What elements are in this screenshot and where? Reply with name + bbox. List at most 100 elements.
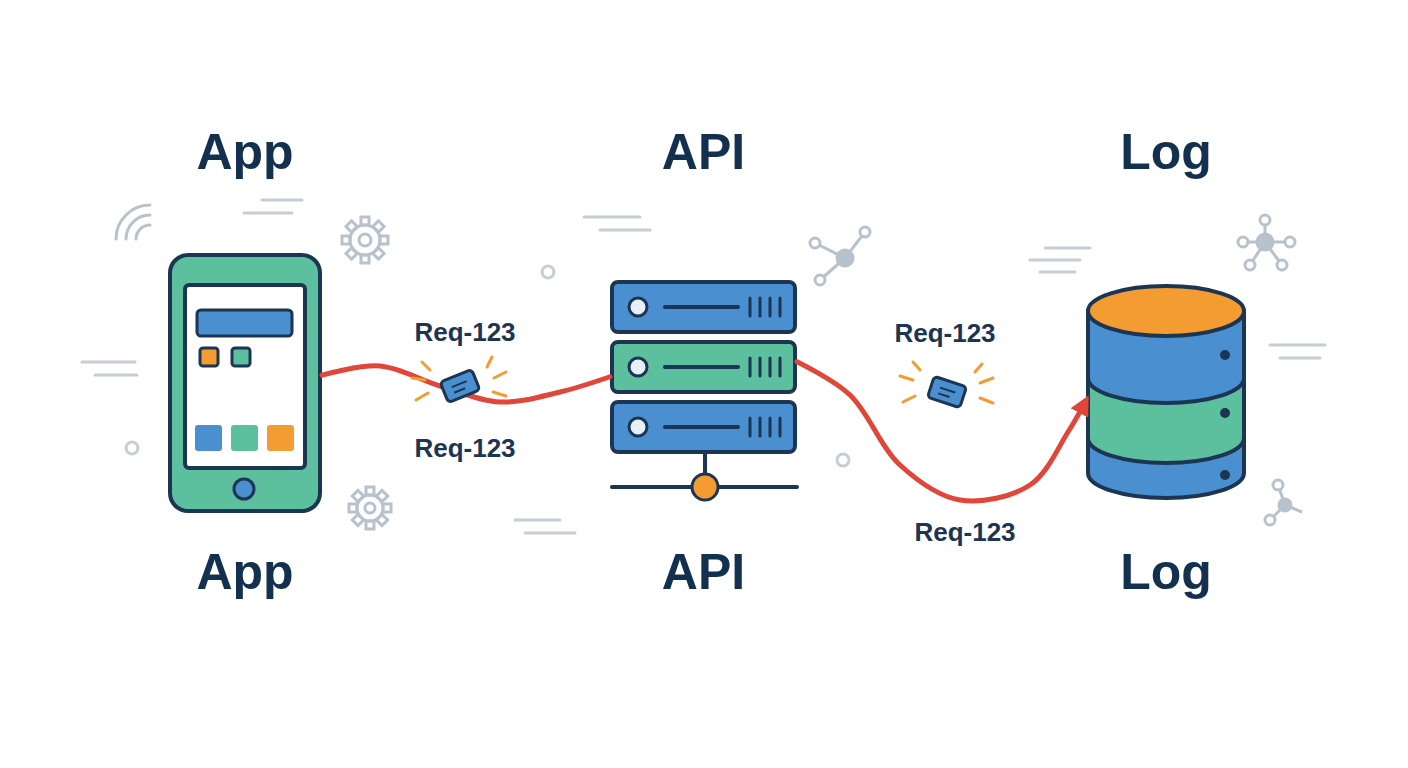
gear-icon (349, 487, 391, 529)
gear-icon (361, 217, 369, 225)
server-vent (759, 358, 762, 376)
server-vent (749, 298, 752, 316)
server-slot (665, 425, 738, 429)
server-led (629, 418, 647, 436)
server-vent (779, 358, 782, 376)
database-log: LogLog (1085, 283, 1247, 500)
database-dot (1220, 408, 1230, 418)
server-vent (769, 418, 772, 436)
wifi-icon (126, 215, 150, 239)
gear-icon (366, 521, 374, 529)
server-vent (779, 418, 782, 436)
gear-icon (346, 248, 357, 259)
network-icon (1265, 480, 1302, 525)
request-token (927, 376, 966, 407)
server-unit (612, 402, 795, 452)
small-dot (837, 454, 849, 466)
request-id-label: Req-123 (375, 316, 555, 348)
network-icon (1257, 234, 1273, 250)
network-icon (810, 238, 820, 248)
request-token (452, 381, 467, 387)
speed-lines (1030, 259, 1080, 262)
network-icon (860, 227, 870, 237)
server-vent (759, 298, 762, 316)
network-icon (1279, 499, 1291, 511)
server-vent (769, 298, 772, 316)
request-token (927, 376, 966, 407)
speed-lines (515, 519, 560, 522)
spark-lines (487, 357, 492, 367)
app-icon (200, 348, 218, 366)
speed-lines (1045, 247, 1090, 250)
server-unit (612, 342, 795, 392)
network-icon (815, 275, 825, 285)
network-icon (1238, 237, 1248, 247)
speed-lines (1270, 344, 1325, 347)
server-vent (749, 358, 752, 376)
server-slot (665, 305, 738, 309)
database-top (1088, 286, 1244, 336)
gear-icon (373, 248, 384, 259)
spark-lines (900, 376, 913, 380)
gear-icon (349, 504, 357, 512)
small-dot (542, 266, 554, 278)
node-outline (610, 280, 797, 495)
network-icon (1265, 515, 1275, 525)
database-band (1088, 378, 1244, 463)
node-outline (168, 253, 322, 513)
server-api: APIAPI (610, 280, 797, 495)
network-icon (1245, 260, 1255, 270)
server-led (629, 358, 647, 376)
request-token (440, 369, 480, 402)
speed-lines (584, 216, 640, 219)
speed-lines (600, 229, 650, 232)
home-button (234, 479, 254, 499)
speed-lines (95, 374, 137, 377)
spark-lines (913, 362, 920, 370)
gear-icon (380, 236, 388, 244)
network-icon (1260, 215, 1270, 225)
network-icon (810, 227, 870, 285)
node-title: App (88, 122, 402, 182)
gear-icon (365, 503, 375, 513)
database-dot (1220, 470, 1230, 480)
server-vent (769, 358, 772, 376)
request-token (940, 388, 955, 393)
speed-lines (1040, 271, 1075, 274)
gear-icon (352, 514, 363, 525)
database-dot (1220, 350, 1230, 360)
wifi-icon (116, 205, 150, 239)
gear-icon (376, 514, 387, 525)
request-id-label: Req-123 (375, 432, 555, 464)
request-flow-arrow (322, 366, 610, 402)
server-led (629, 298, 647, 316)
spark-lines (422, 362, 430, 370)
spark-lines (416, 393, 428, 400)
phone-screen (185, 285, 305, 468)
phone-app: AppApp (168, 253, 322, 513)
wifi-icon (116, 205, 150, 239)
request-token (938, 393, 949, 397)
speed-lines (262, 199, 302, 202)
spark-lines (493, 392, 506, 396)
network-icon (1238, 215, 1295, 270)
spark-lines (900, 362, 993, 403)
spark-lines (975, 364, 982, 372)
speed-lines (82, 361, 135, 364)
gear-icon (361, 255, 369, 263)
app-icon (231, 425, 258, 451)
gear-icon (342, 236, 350, 244)
spark-lines (903, 396, 915, 402)
database-body (1088, 311, 1244, 498)
small-dot (126, 442, 138, 454)
speed-lines (82, 200, 1325, 533)
gear-icon (376, 490, 387, 501)
gear-icon (366, 487, 374, 495)
server-vent (779, 298, 782, 316)
request-flow-arrow (797, 362, 1085, 501)
server-unit (612, 282, 795, 332)
speed-lines (244, 212, 292, 215)
gear-icon (373, 221, 384, 232)
